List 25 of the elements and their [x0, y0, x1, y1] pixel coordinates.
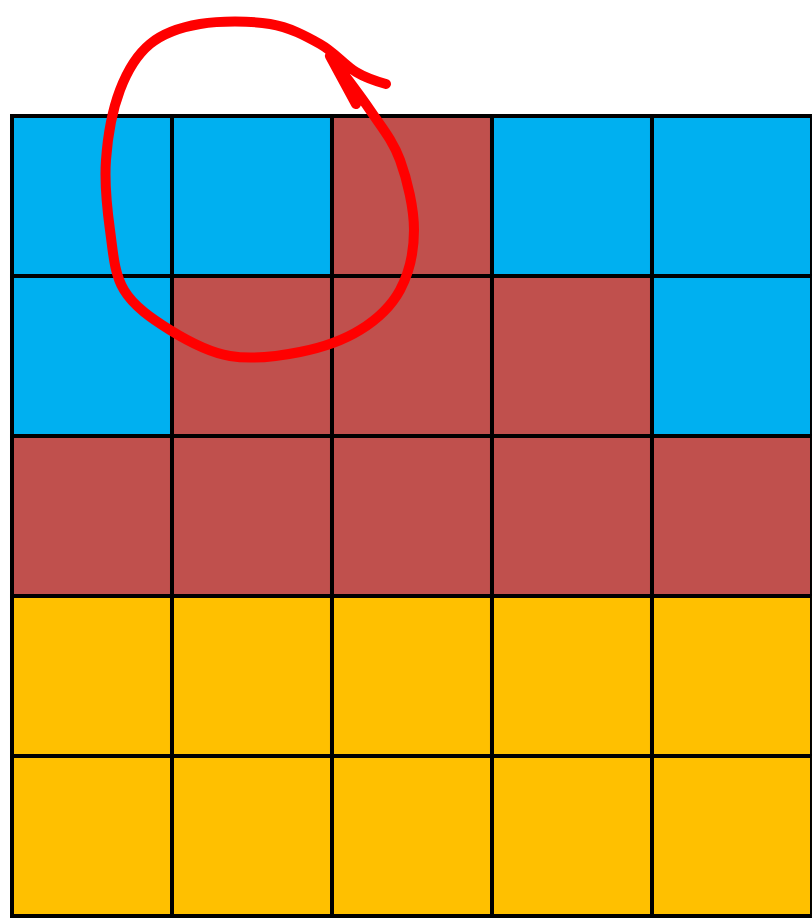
grid-square — [10, 434, 174, 598]
grid-square — [170, 594, 334, 758]
grid-square — [170, 434, 334, 598]
grid-square — [170, 114, 334, 278]
grid-square — [650, 754, 812, 918]
grid-square — [490, 434, 654, 598]
grid-square — [490, 594, 654, 758]
grid-square — [10, 274, 174, 438]
grid-square — [650, 114, 812, 278]
grid-square — [10, 754, 174, 918]
grid-square — [330, 434, 494, 598]
grid-square — [490, 754, 654, 918]
grid-square — [650, 434, 812, 598]
grid-square — [170, 754, 334, 918]
grid-square — [10, 594, 174, 758]
grid-square — [330, 594, 494, 758]
grid-square — [330, 114, 494, 278]
grid-square — [650, 594, 812, 758]
grid-square — [170, 274, 334, 438]
grid-square — [490, 274, 654, 438]
grid-square — [490, 114, 654, 278]
grid-square — [330, 754, 494, 918]
grid-square — [650, 274, 812, 438]
grid-square — [10, 114, 174, 278]
grid-square — [330, 274, 494, 438]
